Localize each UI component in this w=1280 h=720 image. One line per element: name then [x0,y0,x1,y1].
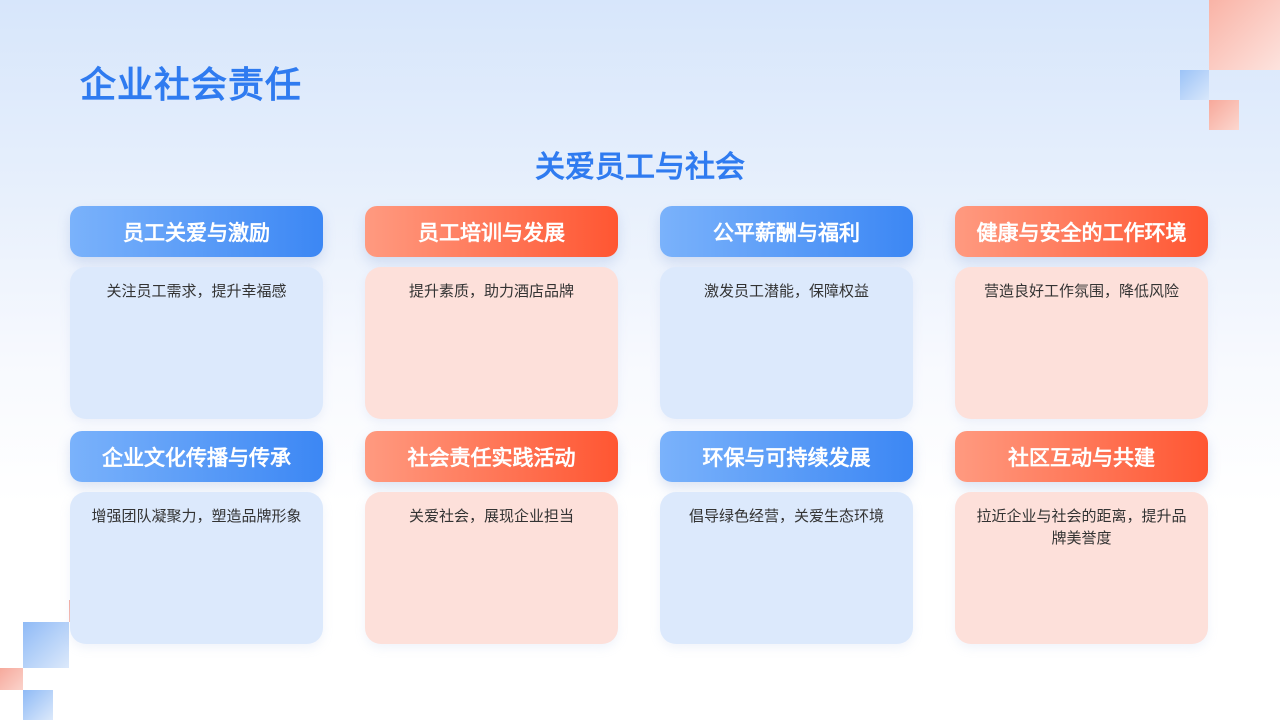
card-text: 激发员工潜能，保障权益 [660,267,913,419]
card-title: 公平薪酬与福利 [660,206,913,257]
card-text: 提升素质，助力酒店品牌 [365,267,618,419]
card-employee-care: 员工关爱与激励 关注员工需求，提升幸福感 [70,206,323,419]
decor-square-bottom-left-blue-large [23,622,69,668]
page-title: 企业社会责任 [80,65,303,106]
card-title: 社区互动与共建 [955,431,1208,482]
card-sustainability: 环保与可持续发展 倡导绿色经营，关爱生态环境 [660,431,913,644]
card-community: 社区互动与共建 拉近企业与社会的距离，提升品牌美誉度 [955,431,1208,644]
card-text: 关注员工需求，提升幸福感 [70,267,323,419]
card-employee-training: 员工培训与发展 提升素质，助力酒店品牌 [365,206,618,419]
decor-square-bottom-left-blue [23,690,53,720]
decor-square-top-right-large [1209,0,1280,70]
decor-square-top-right-red [1209,100,1239,130]
card-corporate-culture: 企业文化传播与传承 增强团队凝聚力，塑造品牌形象 [70,431,323,644]
card-title: 社会责任实践活动 [365,431,618,482]
card-title: 员工培训与发展 [365,206,618,257]
decor-square-bottom-left-red [0,668,23,690]
card-social-practice: 社会责任实践活动 关爱社会，展现企业担当 [365,431,618,644]
card-title: 健康与安全的工作环境 [955,206,1208,257]
card-text: 倡导绿色经营，关爱生态环境 [660,492,913,644]
card-title: 环保与可持续发展 [660,431,913,482]
card-text: 增强团队凝聚力，塑造品牌形象 [70,492,323,644]
card-text: 营造良好工作氛围，降低风险 [955,267,1208,419]
section-title: 关爱员工与社会 [535,150,745,185]
card-health-safety: 健康与安全的工作环境 营造良好工作氛围，降低风险 [955,206,1208,419]
card-title: 员工关爱与激励 [70,206,323,257]
card-text: 关爱社会，展现企业担当 [365,492,618,644]
card-title: 企业文化传播与传承 [70,431,323,482]
card-text: 拉近企业与社会的距离，提升品牌美誉度 [955,492,1208,644]
card-fair-compensation: 公平薪酬与福利 激发员工潜能，保障权益 [660,206,913,419]
decor-square-top-right-blue [1180,70,1209,100]
